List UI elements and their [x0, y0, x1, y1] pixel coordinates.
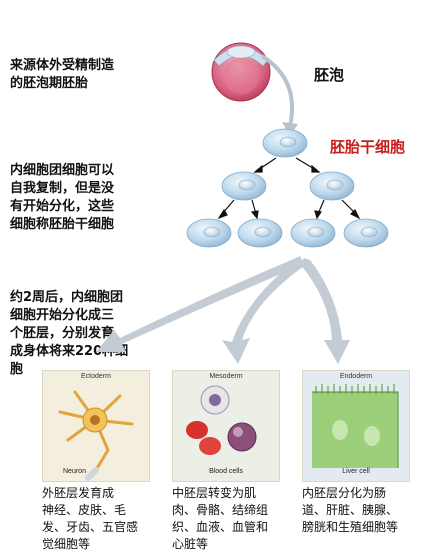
division-arrows [217, 157, 361, 220]
note-week2: 约2周后，内细胞团 细胞开始分化成三 个胚层，分别发育 成身体将来220种细 胞 [10, 290, 129, 377]
panel-endoderm-title: Endoderm [339, 373, 373, 380]
caption-endoderm: 内胚层分化为肠 道、肝脏、胰腺、 膀胱和生殖细胞等 [302, 486, 399, 534]
liver-cell-icon [302, 370, 410, 482]
panel-ectoderm-title: Ectoderm [81, 373, 111, 380]
stem-cell-mid-left [221, 171, 267, 201]
panel-ectoderm: Ectoderm Neuron [42, 370, 150, 482]
panel-ectoderm-sub: Neuron [63, 468, 86, 475]
blastocyst-icon [211, 42, 271, 102]
label-embryonic-stem-cell: 胚胎干细胞 [330, 138, 406, 156]
blood-cells-icon [172, 370, 280, 482]
stem-cell-mid-right [309, 171, 355, 201]
stem-cell-bottom-1 [186, 218, 232, 248]
caption-mesoderm: 中胚层转变为肌 肉、骨骼、结缔组 织、血液、血管和 心脏等 [172, 486, 269, 551]
panel-mesoderm: Mesoderm Blood cells [172, 370, 280, 482]
caption-ectoderm: 外胚层发育成 神经、皮肤、毛 发、牙齿、五官感 觉细胞等 [42, 486, 139, 551]
arrow-blastocyst-to-stem [260, 54, 295, 127]
stem-cell-bottom-4 [343, 218, 389, 248]
label-blastocyst: 胚泡 [314, 66, 345, 84]
stem-cell-top [262, 128, 308, 158]
panel-mesoderm-title: Mesoderm [209, 373, 243, 380]
stem-cell-bottom-2 [237, 218, 283, 248]
note-blastocyst: 来源体外受精制造 的胚泡期胚胎 [10, 58, 115, 91]
panel-endoderm: Endoderm Liver cell [302, 370, 410, 482]
note-stem-cells: 内细胞团细胞可以 自我复制，但是没 有开始分化，这些 细胞称胚胎干细胞 [10, 163, 115, 232]
panel-mesoderm-sub: Blood cells [209, 468, 243, 475]
neuron-icon [42, 370, 150, 482]
differentiation-arrows [96, 256, 350, 364]
panel-endoderm-sub: Liver cell [342, 468, 370, 475]
stem-cell-bottom-3 [290, 218, 336, 248]
